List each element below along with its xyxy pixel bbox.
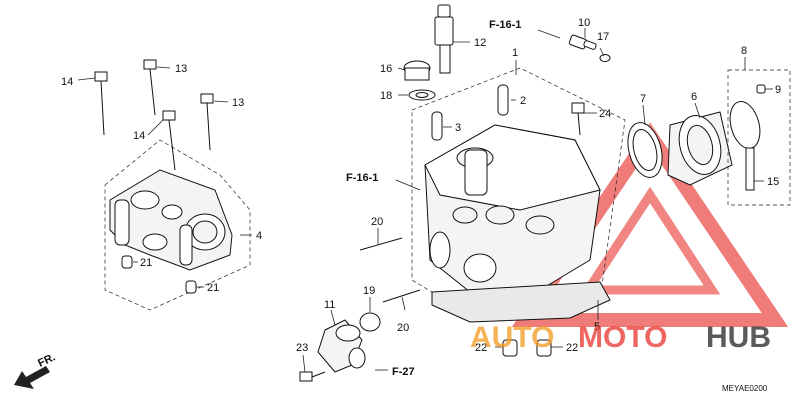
callout-22b: 22 [566, 342, 578, 354]
callout-3: 3 [455, 122, 461, 134]
water-joint-group [299, 319, 366, 382]
ref-left: F-16-1 [346, 172, 378, 184]
callout-2: 2 [520, 95, 526, 107]
watermark-text: AUTO MOTO HUB [470, 321, 771, 354]
callout-20b: 20 [397, 322, 409, 334]
callout-16: 16 [380, 63, 392, 75]
callout-18: 18 [380, 90, 392, 102]
callout-21a: 21 [140, 257, 152, 269]
callout-12: 12 [474, 37, 486, 49]
callout-22a: 22 [475, 342, 487, 354]
callout-11: 11 [324, 299, 335, 311]
callout-19: 19 [363, 285, 375, 297]
ref-top: F-16-1 [489, 19, 521, 31]
bolt-10-group [568, 34, 611, 62]
head-cover-group [104, 139, 251, 311]
callout-15: 15 [767, 176, 779, 188]
callout-21b: 21 [207, 282, 219, 294]
callout-13b: 13 [232, 97, 244, 109]
callout-8: 8 [741, 45, 747, 57]
callout-6: 6 [691, 91, 697, 103]
ref-bottom: F-27 [392, 366, 415, 378]
callout-14a: 14 [61, 76, 73, 88]
callout-14b: 14 [133, 130, 145, 142]
studs-20 [359, 237, 421, 303]
watermark-hub: HUB [706, 321, 771, 354]
o-ring-19 [359, 312, 381, 332]
reference-labels: F-16-1 F-16-1 F-27 [346, 19, 521, 378]
callout-7: 7 [640, 93, 646, 105]
watermark-moto: MOTO [578, 321, 667, 354]
leader-lines [77, 28, 773, 373]
callout-4: 4 [256, 230, 262, 242]
diagram-code: MEYAE0200 [722, 384, 768, 393]
spark-plug-group [403, 4, 454, 101]
cylinder-head-group [411, 67, 626, 357]
callout-9: 9 [775, 84, 781, 96]
callout-labels: 1 2 3 4 5 6 7 8 9 10 11 12 13 13 14 14 1… [61, 17, 781, 354]
cover-bolts [94, 59, 214, 171]
front-label: FR. [36, 351, 57, 369]
callout-13a: 13 [175, 63, 187, 75]
insulator-group [627, 69, 791, 206]
callout-1: 1 [512, 47, 518, 59]
callout-10: 10 [578, 17, 590, 29]
watermark-auto: AUTO [470, 321, 554, 354]
front-arrow: FR. [14, 351, 57, 389]
callout-17: 17 [597, 31, 609, 43]
callout-23: 23 [296, 342, 308, 354]
callout-20a: 20 [371, 216, 383, 228]
callout-24: 24 [599, 108, 611, 120]
callout-5: 5 [594, 321, 600, 333]
